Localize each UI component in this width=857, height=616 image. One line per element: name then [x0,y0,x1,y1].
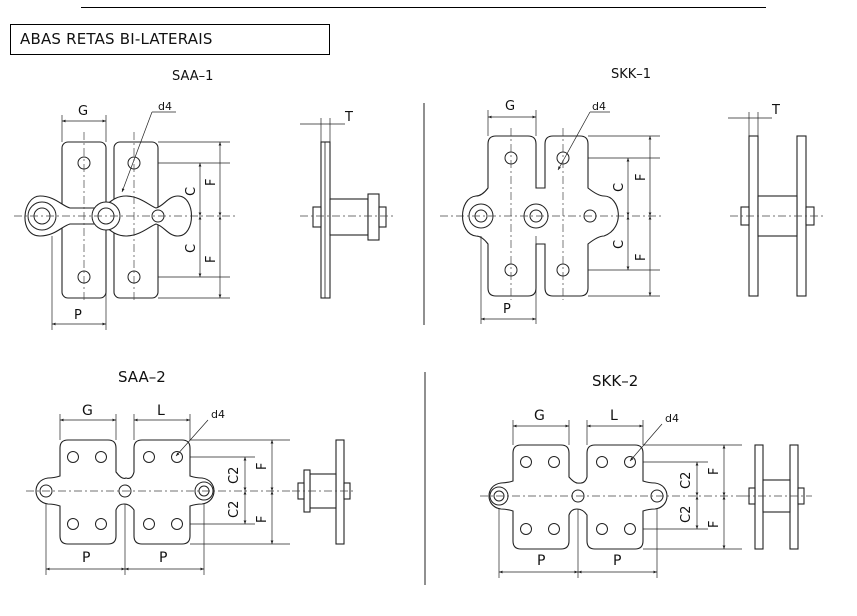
saa1-side-pin-head [378,206,387,228]
skk1-heading: SKK–1 [611,67,651,82]
saa1-label-c-top: C [184,187,199,196]
skk1-label-f-top: F [634,174,649,181]
diagram-skk-2: SKK–2 G [480,372,812,578]
skk1-label-f-bot: F [634,254,649,261]
saa2-label-f-bot: F [255,516,270,523]
skk2-label-c2-bot: C2 [679,506,694,523]
skk2-hole-5 [520,523,532,535]
saa2-hole-7 [143,518,155,530]
saa2-label-c2-bot: C2 [227,501,242,518]
saa1-leader-d4 [121,111,153,193]
skk2-hole-7 [596,523,608,535]
saa2-label-l: L [157,403,165,419]
saa1-heading: SAA–1 [172,69,213,84]
saa2-label-c2-top: C2 [227,467,242,484]
skk2-hole-6 [548,523,560,535]
skk2-label-p2: P [613,553,621,569]
saa2-hole-5 [67,518,79,530]
skk1-label-c-top: C [612,183,627,192]
skk2-label-l: L [610,408,618,424]
saa2-label-d4: d4 [211,408,225,421]
saa2-hole-6 [95,518,107,530]
skk2-leader-d4 [629,423,663,462]
saa1-label-g: G [78,104,88,119]
saa2-label-p1: P [82,550,90,566]
saa2-side-view [292,439,356,545]
saa1-label-p: P [74,308,82,323]
saa2-side-plate [335,439,345,545]
saa2-front-view [26,439,290,545]
skk2-label-g: G [534,408,545,424]
skk2-side-plate-right [789,444,799,550]
skk1-label-p: P [503,302,511,317]
skk2-side-plate-left [754,444,764,550]
skk2-hole-8 [624,523,636,535]
skk2-label-p1: P [537,553,545,569]
skk1-front-view [440,128,662,300]
skk2-front-view [480,444,742,550]
skk2-label-d4: d4 [665,412,679,425]
section-title: ABAS RETAS BI-LATERAIS [10,24,330,55]
skk2-heading: SKK–2 [592,372,638,390]
saa1-side-pin-tail [312,206,322,228]
saa2-label-g: G [82,403,93,419]
saa1-side-plate [320,141,331,299]
saa2-hole-3 [143,451,155,463]
saa1-side-view: T [300,110,396,299]
skk2-hole-3 [596,456,608,468]
saa2-hole-4 [171,451,183,463]
skk1-side-view: T [728,103,826,297]
saa2-label-f-top: F [255,463,270,470]
saa2-heading: SAA–2 [118,368,166,386]
saa2-leader-d4 [175,419,209,457]
skk1-label-d4: d4 [592,100,606,113]
skk2-hole-2 [548,456,560,468]
saa1-label-c-bot: C [184,244,199,253]
diagram-skk-1: SKK–1 G d4 [440,67,826,324]
saa2-hole-2 [95,451,107,463]
diagram-saa-2: SAA–2 G [26,368,356,575]
skk2-label-f-top: F [707,468,722,475]
skk1-label-g: G [505,99,515,114]
saa2-hole-8 [171,518,183,530]
saa2-hole-1 [67,451,79,463]
saa1-side-outer-plate [367,193,380,241]
top-rule [81,7,766,8]
skk1-leader-d4 [557,111,591,171]
saa1-label-t: T [344,110,353,125]
saa1-label-f-bot: F [204,256,219,263]
skk2-side-view [742,444,812,550]
saa2-label-p2: P [159,550,167,566]
skk2-label-f-bot: F [707,521,722,528]
saa1-label-d4: d4 [158,100,172,113]
saa1-label-f-top: F [204,179,219,186]
saa1-side-bushing [329,198,369,236]
skk2-hole-4 [624,456,636,468]
skk1-label-c-bot: C [612,240,627,249]
diagram-saa-1: SAA–1 [14,69,396,330]
skk1-label-t: T [771,103,780,118]
skk2-label-c2-top: C2 [679,472,694,489]
saa1-front-view [14,132,238,300]
skk2-hole-1 [520,456,532,468]
